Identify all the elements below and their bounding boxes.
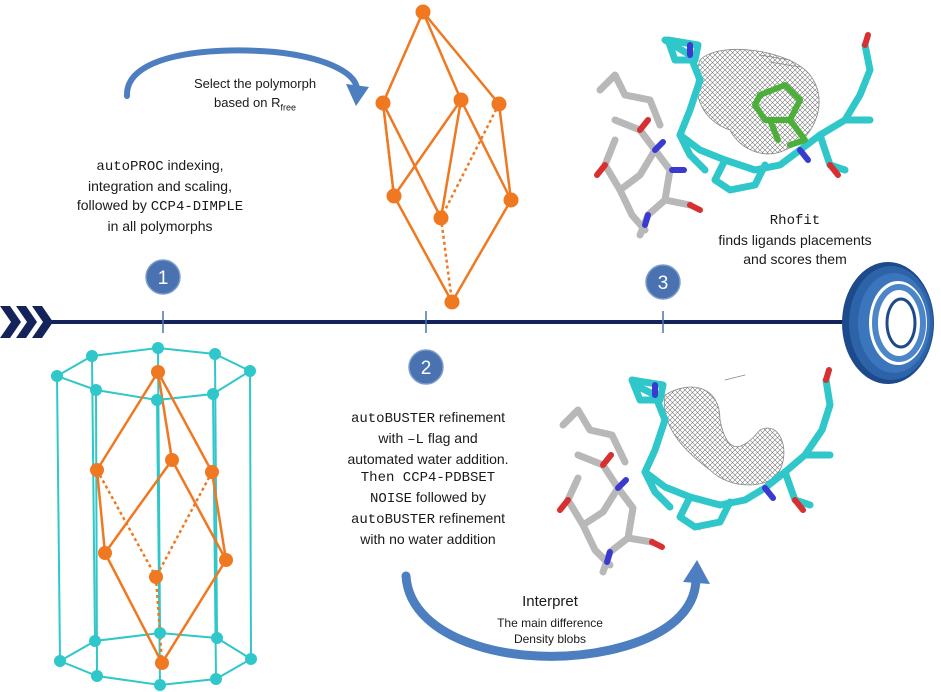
- step3-line3: and scores them: [743, 251, 847, 267]
- difference-density-model-bottom: [557, 367, 834, 576]
- l-flag-term: –L: [407, 432, 424, 448]
- step2-line2-rest: flag and: [423, 430, 478, 446]
- step2-line1-rest: refinement: [434, 409, 506, 425]
- rhofit-term: Rhofit: [769, 213, 821, 229]
- interpret-sub1: The main difference: [497, 616, 603, 630]
- top-arrow-label: Select the polymorph based on Rfree: [150, 74, 360, 118]
- step-2-number: 2: [421, 358, 432, 379]
- step-3-marker: 3: [645, 264, 681, 300]
- density-mesh-bottom: [664, 386, 785, 486]
- step2-line7: with no water addition: [360, 531, 496, 547]
- dimple-term: CCP4-DIMPLE: [150, 199, 244, 215]
- bottom-curved-arrow: [401, 560, 710, 661]
- autoproc-term: autoPROC: [96, 159, 164, 175]
- step2-line6-rest: refinement: [434, 510, 506, 526]
- timeline: [0, 306, 893, 338]
- step2-line5: NOISE followed by: [318, 488, 538, 509]
- step3-line2: finds ligands placements: [718, 232, 872, 248]
- ligand-model-top: [594, 32, 874, 239]
- step-2-description: autoBUSTER refinement with –L flag and a…: [318, 408, 538, 549]
- step2-line2-pre: with: [378, 430, 408, 446]
- step-3-description: Rhofit finds ligands placements and scor…: [690, 212, 900, 269]
- top-arrowhead-icon: [346, 84, 369, 106]
- step2-line4: Then CCP4-PDBSET: [360, 470, 496, 486]
- step-1-marker: 1: [145, 259, 181, 295]
- step1-line1: autoPROC indexing,: [55, 156, 265, 177]
- step1-line3: followed by CCP4-DIMPLE: [55, 196, 265, 217]
- polymorph-lattice-top: [375, 4, 519, 310]
- hexagonal-cell-lattice: [51, 342, 257, 691]
- step2-line6: autoBUSTER refinement: [318, 509, 538, 530]
- rfree-prefix: based on R: [213, 95, 281, 110]
- step-1-description: autoPROC indexing, integration and scali…: [55, 156, 265, 236]
- step-2-marker: 2: [408, 349, 444, 385]
- noise-term: NOISE: [370, 491, 413, 507]
- top-arrow-label-line2: based on Rfree: [150, 93, 360, 118]
- start-chevrons-icon: [0, 306, 53, 338]
- step1-line3-pre: followed by: [76, 197, 151, 213]
- step2-line5-rest: followed by: [412, 489, 486, 505]
- top-curved-arrow: [123, 47, 369, 106]
- autobuster-term-2: autoBUSTER: [350, 512, 435, 528]
- bottom-arrowhead-icon: [683, 560, 710, 584]
- interpret-label: Interpret: [522, 593, 578, 610]
- step1-line4: in all polymorphs: [107, 218, 213, 234]
- step-1-number: 1: [158, 268, 169, 289]
- interpret-sub2: Density blobs: [513, 632, 587, 646]
- finish-target-icon: [842, 262, 934, 384]
- top-arrow-label-line1: Select the polymorph: [193, 76, 317, 91]
- step1-line1-rest: indexing,: [163, 157, 224, 173]
- step2-line1: autoBUSTER refinement: [318, 408, 538, 429]
- step-3-number: 3: [658, 273, 669, 294]
- step2-line3: automated water addition.: [347, 451, 509, 467]
- step2-line2: with –L flag and: [318, 429, 538, 450]
- autobuster-term-1: autoBUSTER: [350, 411, 435, 427]
- bottom-arrow-label: Interpret The main difference Density bl…: [470, 592, 630, 647]
- step1-line2: integration and scaling,: [88, 178, 232, 194]
- rfree-subscript: free: [280, 102, 296, 113]
